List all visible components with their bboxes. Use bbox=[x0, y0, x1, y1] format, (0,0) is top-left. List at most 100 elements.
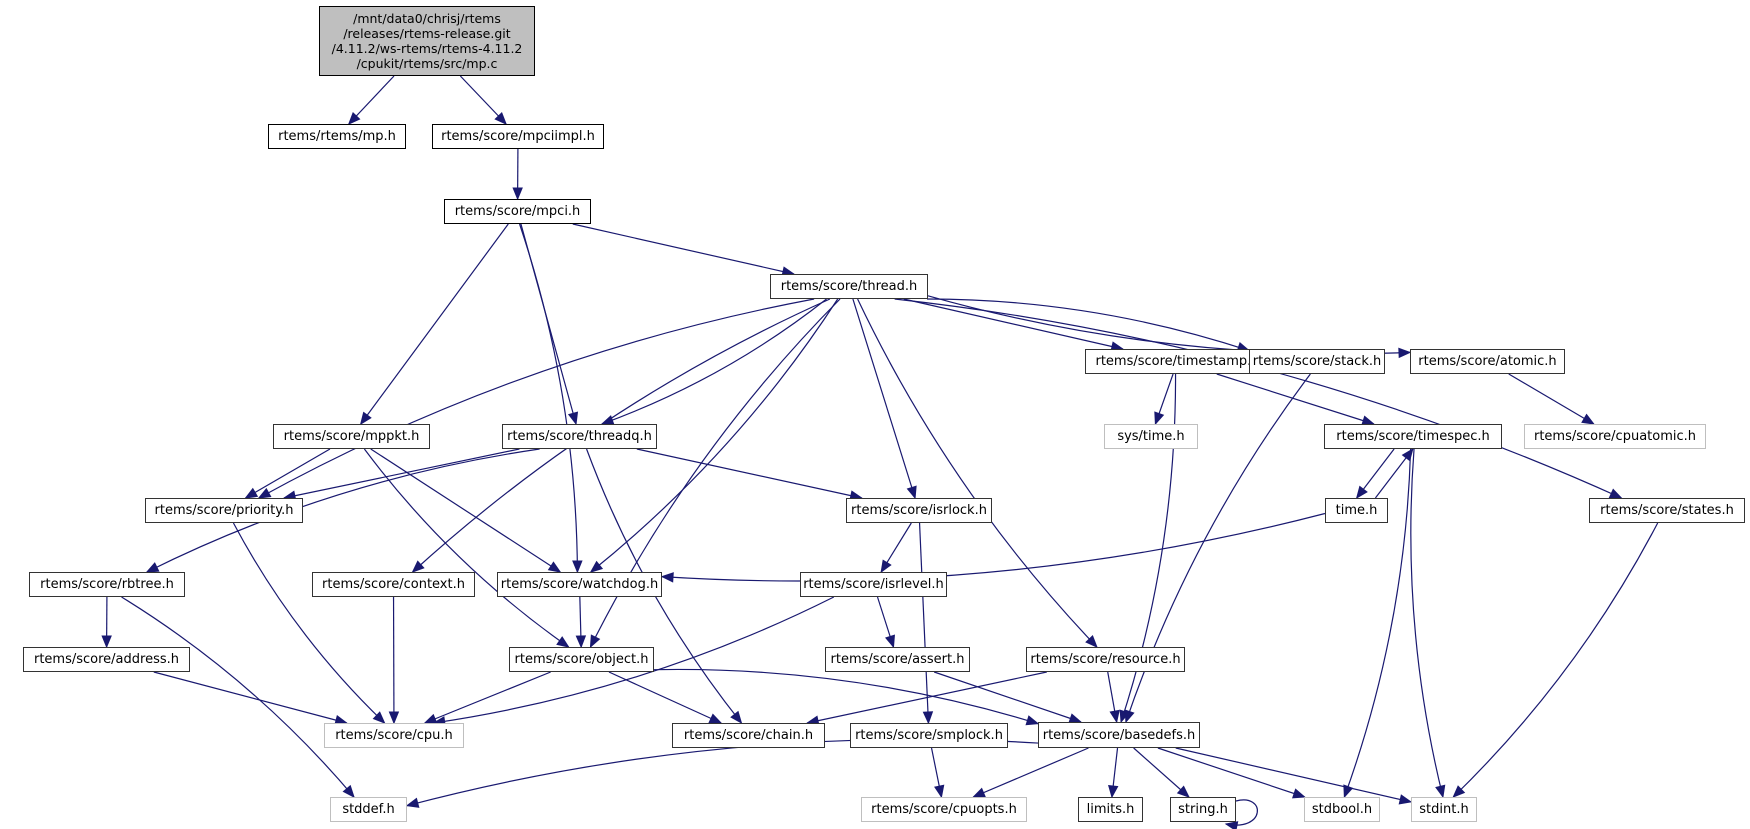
node-limits-h[interactable]: limits.h bbox=[1078, 797, 1143, 822]
node-label: rtems/score/timestamp.h bbox=[1095, 354, 1260, 369]
node-score-mpciimpl-h[interactable]: rtems/score/mpciimpl.h bbox=[432, 124, 604, 149]
node-score-watchdog-h[interactable]: rtems/score/watchdog.h bbox=[497, 572, 662, 597]
node-score-threadq-h[interactable]: rtems/score/threadq.h bbox=[502, 424, 657, 449]
node-stdbool-h[interactable]: stdbool.h bbox=[1304, 797, 1380, 822]
edge-object_h-to-basedefs_h bbox=[653, 668, 1040, 726]
node-sys-time-h[interactable]: sys/time.h bbox=[1104, 424, 1198, 449]
node-score-states-h[interactable]: rtems/score/states.h bbox=[1589, 498, 1745, 523]
node-score-mppkt-h[interactable]: rtems/score/mppkt.h bbox=[273, 424, 430, 449]
node-score-priority-h[interactable]: rtems/score/priority.h bbox=[145, 498, 303, 523]
edge-object_h-to-cpu_h bbox=[423, 671, 551, 724]
edge-mpci_h-to-watchdog_h bbox=[519, 223, 583, 574]
edge-line bbox=[1343, 448, 1412, 798]
edge-line bbox=[146, 448, 540, 573]
arrowhead bbox=[257, 487, 272, 499]
arrowhead bbox=[589, 560, 604, 573]
node-score-thread-h[interactable]: rtems/score/thread.h bbox=[770, 274, 928, 299]
arrowhead bbox=[1108, 784, 1119, 799]
arrowhead bbox=[1452, 785, 1466, 798]
node-score-isrlock-h[interactable]: rtems/score/isrlock.h bbox=[846, 498, 992, 523]
node-label: time.h bbox=[1335, 503, 1378, 518]
edge-line bbox=[636, 448, 862, 499]
node-score-address-h[interactable]: rtems/score/address.h bbox=[23, 647, 190, 672]
node-score-cpuatomic-h[interactable]: rtems/score/cpuatomic.h bbox=[1524, 424, 1706, 449]
node-label: rtems/score/thread.h bbox=[780, 279, 918, 294]
node-label: rtems/score/rbtree.h bbox=[40, 577, 174, 592]
node-label: rtems/score/cpuopts.h bbox=[871, 802, 1017, 817]
node-label: rtems/score/stack.h bbox=[1252, 354, 1382, 369]
edge-line bbox=[1452, 522, 1659, 798]
node-label: rtems/score/context.h bbox=[322, 577, 465, 592]
arrowhead bbox=[244, 487, 259, 499]
edge-basedefs_h-to-stdint_h bbox=[1175, 747, 1413, 805]
node-string-h[interactable]: string.h bbox=[1170, 797, 1236, 822]
node-label: rtems/score/isrlevel.h bbox=[803, 577, 944, 592]
arrowhead bbox=[972, 787, 986, 798]
edge-basedefs_h-to-cpuopts_h bbox=[972, 747, 1089, 798]
arrowhead bbox=[1124, 709, 1135, 724]
edge-line bbox=[572, 223, 794, 275]
node-label: rtems/score/timespec.h bbox=[1336, 429, 1490, 444]
edge-line bbox=[852, 298, 916, 499]
node-stddef-h[interactable]: stddef.h bbox=[330, 797, 407, 822]
node-stdint-h[interactable]: stdint.h bbox=[1411, 797, 1477, 822]
arrowhead bbox=[1398, 347, 1412, 359]
arrowhead bbox=[1085, 635, 1098, 648]
arrowhead bbox=[411, 560, 425, 573]
edge-line bbox=[894, 298, 1622, 499]
node-score-rbtree-h[interactable]: rtems/score/rbtree.h bbox=[29, 572, 185, 597]
node-label: rtems/score/assert.h bbox=[830, 652, 965, 667]
node-label: stdbool.h bbox=[1311, 802, 1373, 817]
arrowhead bbox=[556, 636, 570, 648]
arrowhead bbox=[572, 560, 583, 574]
node-score-chain-h[interactable]: rtems/score/chain.h bbox=[672, 723, 825, 748]
node-score-mpci-h[interactable]: rtems/score/mpci.h bbox=[444, 199, 591, 224]
edge-mppkt_h-to-object_h bbox=[363, 448, 570, 648]
edge-threadq_h-to-priority_h bbox=[282, 448, 520, 501]
node-score-assert-h[interactable]: rtems/score/assert.h bbox=[825, 647, 970, 672]
edge-isrlock_h-to-smplock_h bbox=[918, 522, 934, 725]
edge-line bbox=[232, 522, 385, 724]
arrowhead bbox=[547, 561, 562, 573]
arrowhead bbox=[423, 713, 438, 724]
arrowhead bbox=[1355, 485, 1368, 500]
node-score-resource-h[interactable]: rtems/score/resource.h bbox=[1026, 647, 1185, 672]
node-score-cpuopts-h[interactable]: rtems/score/cpuopts.h bbox=[861, 797, 1027, 822]
arrowhead bbox=[730, 710, 743, 725]
edge-line bbox=[1216, 373, 1374, 425]
arrowhead bbox=[1154, 411, 1165, 426]
edge-line bbox=[1175, 747, 1412, 803]
node-rtems-mp-h[interactable]: rtems/rtems/mp.h bbox=[268, 124, 406, 149]
edge-line bbox=[857, 298, 1098, 648]
arrowhead bbox=[347, 112, 361, 125]
edge-root-to-mp_h bbox=[347, 75, 395, 125]
node-score-isrlevel-h[interactable]: rtems/score/isrlevel.h bbox=[800, 572, 947, 597]
edge-threadq_h-to-isrlock_h bbox=[636, 448, 863, 501]
node-score-stack-h[interactable]: rtems/score/stack.h bbox=[1249, 349, 1385, 374]
arrowhead bbox=[1435, 784, 1446, 799]
node-time-h[interactable]: time.h bbox=[1325, 498, 1388, 523]
edge-isrlevel_h-to-assert_h bbox=[876, 596, 895, 649]
node-score-object-h[interactable]: rtems/score/object.h bbox=[509, 647, 654, 672]
node-score-smplock-h[interactable]: rtems/score/smplock.h bbox=[850, 723, 1008, 748]
node-score-cpu-h[interactable]: rtems/score/cpu.h bbox=[324, 723, 464, 748]
edge-line bbox=[1157, 747, 1305, 798]
edge-context_h-to-cpu_h bbox=[388, 596, 400, 725]
edge-states_h-to-stdint_h bbox=[1452, 522, 1659, 798]
arrowhead bbox=[101, 635, 112, 649]
node-score-timespec-h[interactable]: rtems/score/timespec.h bbox=[1324, 424, 1502, 449]
edge-mpciimpl_h-to-mpci_h bbox=[512, 148, 523, 201]
arrowhead bbox=[567, 411, 579, 426]
arrowhead bbox=[1581, 413, 1595, 425]
node-score-basedefs-h[interactable]: rtems/score/basedefs.h bbox=[1038, 722, 1200, 748]
node-score-context-h[interactable]: rtems/score/context.h bbox=[312, 572, 475, 597]
node-label: rtems/score/smplock.h bbox=[855, 728, 1003, 743]
arrowhead bbox=[589, 634, 601, 649]
edge-timespec_h-to-time_h bbox=[1355, 448, 1395, 500]
node-label: /mnt/data0/chrisj/rtems /releases/rtems-… bbox=[331, 11, 523, 71]
node-score-timestamp-h[interactable]: rtems/score/timestamp.h bbox=[1085, 349, 1270, 374]
node-score-atomic-h[interactable]: rtems/score/atomic.h bbox=[1410, 349, 1565, 374]
edge-line bbox=[370, 448, 561, 573]
edge-thread_h-to-stack_h bbox=[926, 298, 1251, 352]
